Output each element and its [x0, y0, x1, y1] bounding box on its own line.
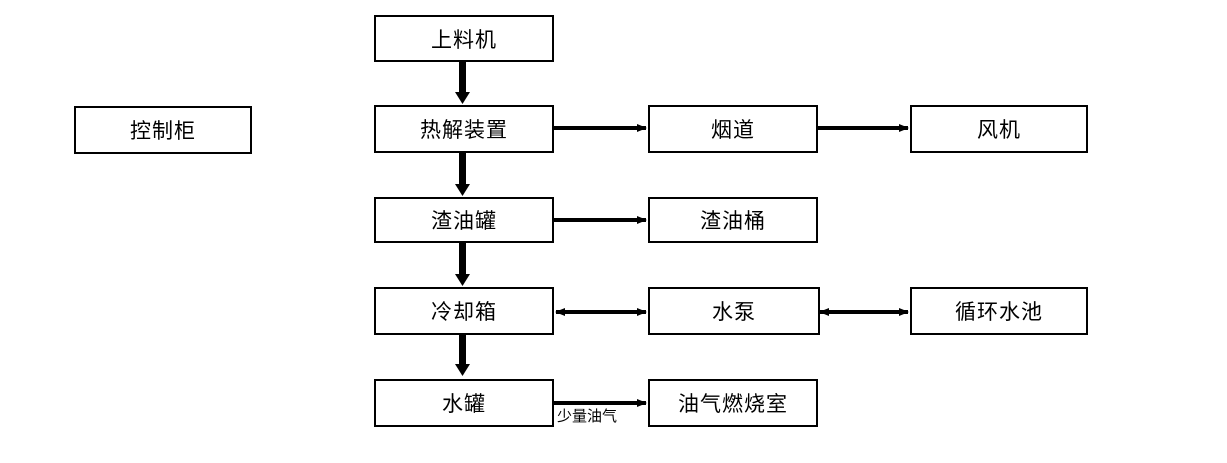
node-slag-oil-bucket: 渣油桶 [648, 197, 818, 243]
arrow-slag-oil-tank-to-cooling-box [455, 243, 470, 286]
node-water-tank: 水罐 [374, 379, 554, 427]
arrow-cooling-box-to-water-tank [455, 335, 470, 376]
node-oil-gas-combustion-chamber: 油气燃烧室 [648, 379, 818, 427]
edge-label-small-oil-gas: 少量油气 [557, 407, 618, 425]
node-cooling-box: 冷却箱 [374, 287, 554, 335]
node-slag-oil-tank: 渣油罐 [374, 197, 554, 243]
arrow-pyrolysis-to-slag-oil-tank [455, 153, 470, 196]
node-feeder: 上料机 [374, 15, 554, 62]
node-control-cabinet: 控制柜 [74, 106, 252, 154]
node-water-pump: 水泵 [648, 287, 820, 335]
node-circulating-pool: 循环水池 [910, 287, 1088, 335]
node-fan: 风机 [910, 105, 1088, 153]
arrow-feeder-to-pyrolysis [455, 62, 470, 104]
node-pyrolysis-device: 热解装置 [374, 105, 554, 153]
node-flue: 烟道 [648, 105, 818, 153]
